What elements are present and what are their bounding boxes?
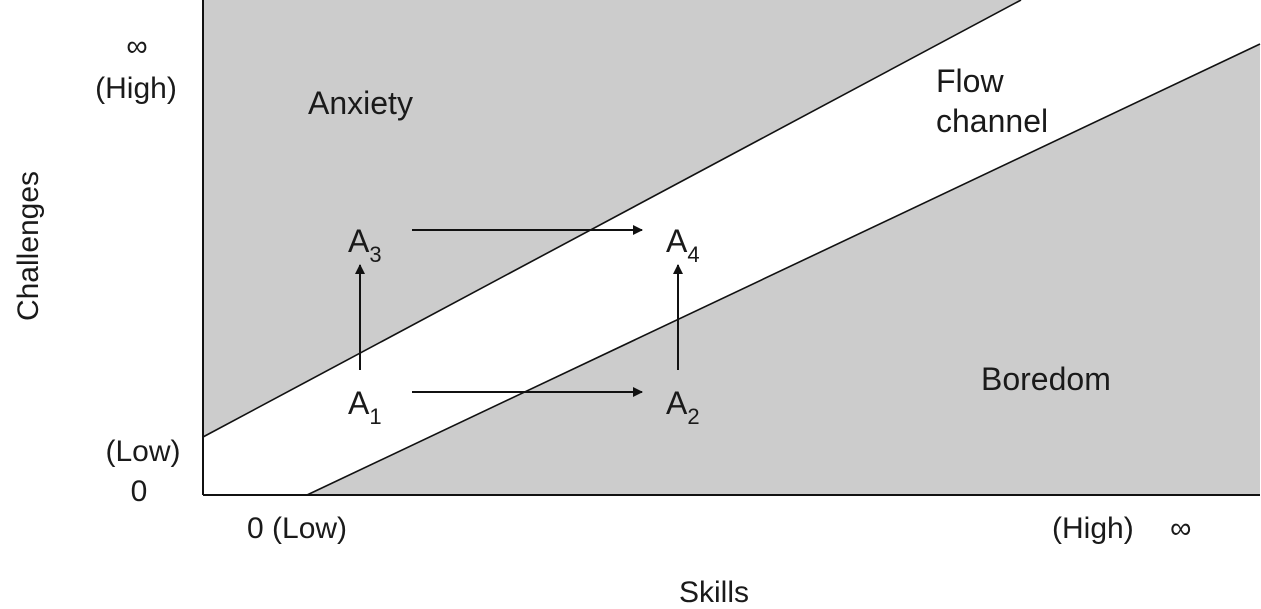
boredom-label: Boredom xyxy=(981,361,1111,397)
flow-channel-region xyxy=(203,0,1260,495)
flow-label-line1: Flow xyxy=(936,63,1004,99)
x-low-label: 0 (Low) xyxy=(247,512,347,545)
point-a2-label: A2 xyxy=(666,385,700,429)
x-high-infinity: ∞ xyxy=(1170,512,1191,545)
anxiety-label: Anxiety xyxy=(308,85,413,121)
y-low-value: 0 xyxy=(131,475,148,508)
y-high-infinity: ∞ xyxy=(126,30,147,63)
flow-label-line2: channel xyxy=(936,103,1048,139)
point-a1-label: A1 xyxy=(348,385,382,429)
point-a4-label: A4 xyxy=(666,223,700,267)
lower-channel-boundary xyxy=(306,43,1261,496)
point-a3-label: A3 xyxy=(348,223,382,267)
y-high-label: (High) xyxy=(95,72,177,105)
x-axis-title: Skills xyxy=(679,576,749,609)
y-axis-title: Challenges xyxy=(12,171,45,321)
y-low-label: (Low) xyxy=(105,435,180,468)
upper-channel-boundary xyxy=(202,0,1022,438)
x-high-label: (High) xyxy=(1052,512,1134,545)
